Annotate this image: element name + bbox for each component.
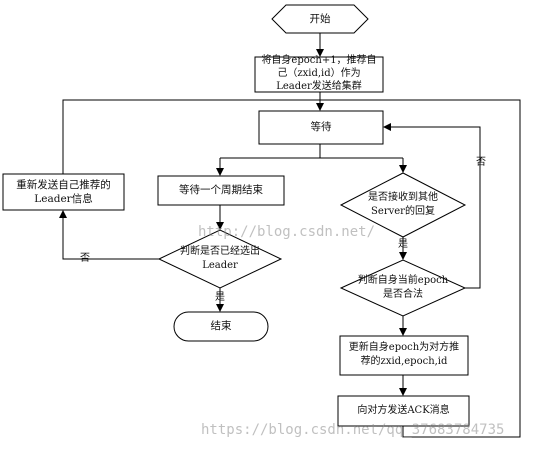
update-process: [339, 335, 469, 376]
received-decision: [339, 172, 467, 238]
elected-decision: [157, 229, 283, 289]
init-process: [254, 56, 384, 93]
edge-elected-no: [59, 210, 159, 260]
edge-compare-no: [383, 123, 481, 289]
update-label: 更新自身epoch为对方推 荐的zxid,epoch,id: [348, 342, 460, 367]
no-label-right: 否: [476, 157, 486, 168]
compare-epoch-label: 判断自身当前epoch 是否合法: [357, 275, 449, 300]
edge-resend-wait: [62, 99, 324, 174]
watermark-bottom: https://blog.csdn.net/qq_37683784735: [201, 422, 505, 438]
watermark-center: http://blog.csdn.net/: [198, 224, 376, 240]
edge-ack-wait: [320, 99, 521, 438]
wait-period-label: 等待一个周期结束: [179, 184, 263, 196]
no-label-left: 否: [80, 253, 90, 264]
resend-process: [2, 173, 125, 211]
end-terminal: [173, 311, 269, 342]
start-label: 开始: [309, 13, 331, 25]
start-terminal: [271, 4, 369, 34]
wait-label: 等待: [310, 121, 332, 133]
yes-label-elected: 是: [215, 292, 225, 303]
resend-label: 重新发送自己推荐的 Leader信息: [16, 179, 111, 205]
send-ack-process: [337, 395, 470, 427]
send-ack-label: 向对方发送ACK消息: [357, 405, 450, 416]
yes-label-received: 是: [398, 239, 408, 250]
init-label: 将自身epoch+1，推荐自 己（zxid,id）作为 Leader发送给集群: [261, 55, 377, 92]
wait-period-process: [157, 175, 285, 206]
received-label: 是否接收到其他 Server的回复: [368, 192, 438, 217]
elected-label: 判断是否已经选出 Leader: [180, 246, 260, 271]
wait-process: [258, 110, 384, 145]
end-label: 结束: [210, 320, 232, 332]
